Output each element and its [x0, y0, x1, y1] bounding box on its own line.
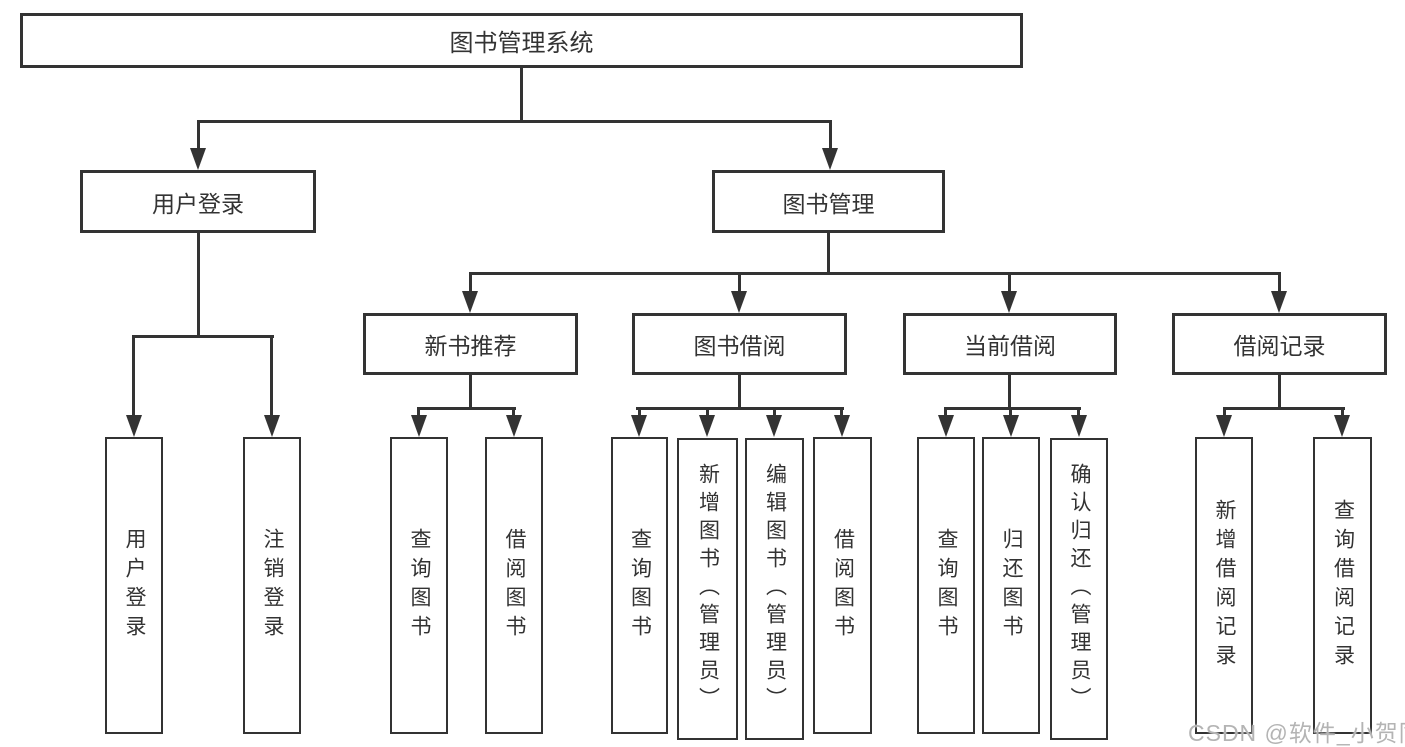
connector-line [1009, 407, 1012, 419]
arrowhead-icon [1001, 291, 1017, 313]
arrowhead-icon [411, 415, 427, 437]
connector-line [417, 407, 420, 419]
connector-line [840, 407, 843, 419]
arrowhead-icon [190, 148, 206, 170]
arrowhead-icon [822, 148, 838, 170]
arrowhead-icon [699, 415, 715, 437]
leaf-query-books-2: 查询图书 [611, 437, 668, 734]
connector-line [1223, 407, 1226, 419]
arrowhead-icon [766, 415, 782, 437]
connector-line [520, 68, 523, 120]
leaf-query-books-3: 查询图书 [917, 437, 975, 734]
leaf-borrow-books-1: 借阅图书 [485, 437, 543, 734]
connector-line [132, 335, 274, 338]
arrowhead-icon [938, 415, 954, 437]
connector-line [1077, 407, 1080, 419]
connector-line [773, 407, 776, 419]
connector-line [738, 375, 741, 409]
leaf-add-borrow-record: 新增借阅记录 [1195, 437, 1253, 734]
connector-line [469, 272, 1281, 275]
connector-line [469, 375, 472, 409]
connector-line [1278, 272, 1281, 293]
node-new-book-recommendation: 新书推荐 [363, 313, 578, 375]
arrowhead-icon [126, 415, 142, 437]
node-book-borrowing: 图书借阅 [632, 313, 847, 375]
leaf-query-borrow-record: 查询借阅记录 [1313, 437, 1372, 734]
leaf-add-books-admin: 新增图书（管理员） [677, 438, 738, 740]
connector-line [1008, 272, 1011, 293]
connector-line [132, 335, 135, 419]
connector-line [1223, 407, 1345, 410]
connector-line [944, 407, 1081, 410]
node-user-login: 用户登录 [80, 170, 316, 233]
connector-line [1278, 375, 1281, 409]
connector-line [638, 407, 641, 419]
arrowhead-icon [731, 291, 747, 313]
node-book-management: 图书管理 [712, 170, 945, 233]
leaf-confirm-return-admin: 确认归还（管理员） [1050, 438, 1108, 740]
connector-line [829, 120, 832, 150]
node-borrowing-records: 借阅记录 [1172, 313, 1387, 375]
leaf-logout: 注销登录 [243, 437, 301, 734]
connector-line [512, 407, 515, 419]
leaf-return-books: 归还图书 [982, 437, 1040, 734]
node-current-borrowing: 当前借阅 [903, 313, 1117, 375]
connector-line [469, 272, 472, 293]
connector-line [827, 233, 830, 275]
arrowhead-icon [264, 415, 280, 437]
arrowhead-icon [1216, 415, 1232, 437]
arrowhead-icon [1334, 415, 1350, 437]
arrowhead-icon [462, 291, 478, 313]
arrowhead-icon [1271, 291, 1287, 313]
connector-line [270, 335, 273, 419]
node-library-management-system: 图书管理系统 [20, 13, 1023, 68]
arrowhead-icon [631, 415, 647, 437]
leaf-borrow-books-2: 借阅图书 [813, 437, 872, 734]
connector-line [738, 272, 741, 293]
connector-line [706, 407, 709, 419]
connector-line [417, 407, 516, 410]
connector-line [636, 407, 844, 410]
connector-line [1341, 407, 1344, 419]
connector-line [197, 120, 832, 123]
leaf-user-login: 用户登录 [105, 437, 163, 734]
arrowhead-icon [506, 415, 522, 437]
connector-line [197, 233, 200, 337]
leaf-query-books-1: 查询图书 [390, 437, 448, 734]
arrowhead-icon [1003, 415, 1019, 437]
connector-line [197, 120, 200, 150]
csdn-watermark: CSDN @软件_小贺同学 [1188, 720, 1405, 746]
arrowhead-icon [1071, 415, 1087, 437]
arrowhead-icon [834, 415, 850, 437]
leaf-edit-books-admin: 编辑图书（管理员） [745, 438, 804, 740]
connector-line [944, 407, 947, 419]
connector-line [1008, 375, 1011, 409]
